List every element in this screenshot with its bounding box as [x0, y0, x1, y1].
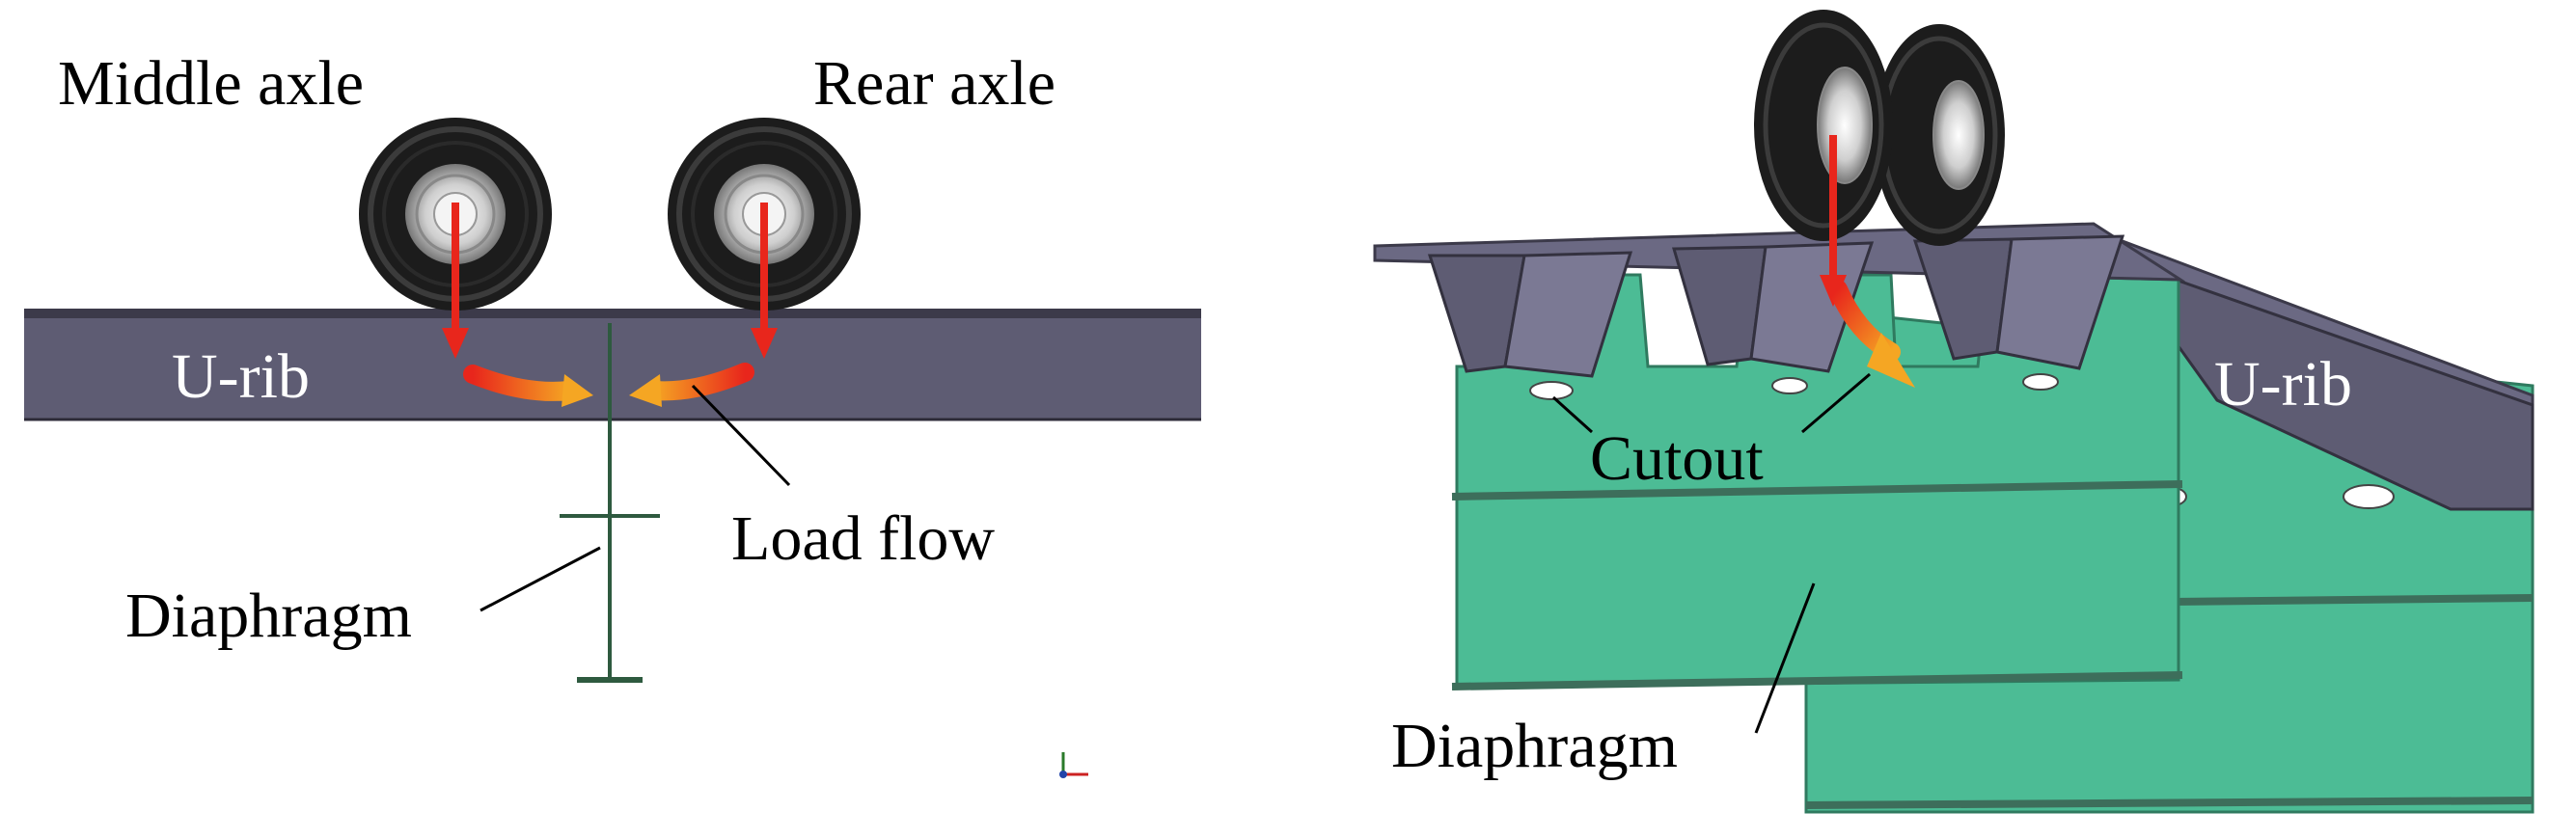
cutout-front-3: [2022, 373, 2059, 391]
deck-plate-top-edge: [24, 309, 1201, 318]
cutout-front-2: [1771, 377, 1808, 394]
load-flow-label: Load flow: [731, 503, 995, 574]
left-panel: Middle axle Rear axle U-rib Load flow Di…: [24, 48, 1201, 778]
load-flow-leader: [691, 384, 791, 487]
diaphragm-label-left: Diaphragm: [125, 581, 412, 651]
twin-tires: [1754, 10, 2005, 246]
rear-axle-load-arrow: [751, 203, 778, 359]
cutout-back-1: [2343, 484, 2395, 509]
middle-axle-label: Middle axle: [58, 48, 364, 119]
load-flow-arrow-right: [629, 363, 754, 407]
coordinate-axis-icon: [1059, 752, 1088, 778]
diaphragm-label-right: Diaphragm: [1391, 711, 1678, 781]
cutout-leader-2: [1801, 372, 1871, 434]
urib-trough-1: [1427, 251, 1633, 378]
diaphragm-leader-right: [1754, 582, 1816, 734]
rear-axle-label: Rear axle: [813, 48, 1055, 119]
urib-trough-3: [1912, 234, 2125, 370]
urib-beam: [24, 313, 1201, 420]
urib-label-left: U-rib: [172, 341, 310, 412]
load-flow-arrow-right-panel: [1828, 280, 1915, 388]
right-panel: U-rib Cutout Diaphragm: [1373, 10, 2535, 814]
urib-label-right: U-rib: [2214, 349, 2352, 420]
cutout-leader-1: [1551, 395, 1594, 434]
load-flow-arrow-left: [463, 365, 593, 407]
diaphragm-side-view: [560, 323, 660, 683]
cutout-front-1: [1529, 381, 1574, 400]
cutout-label: Cutout: [1590, 423, 1764, 494]
middle-axle-load-arrow: [442, 203, 469, 359]
diaphragm-leader-left: [480, 546, 601, 612]
